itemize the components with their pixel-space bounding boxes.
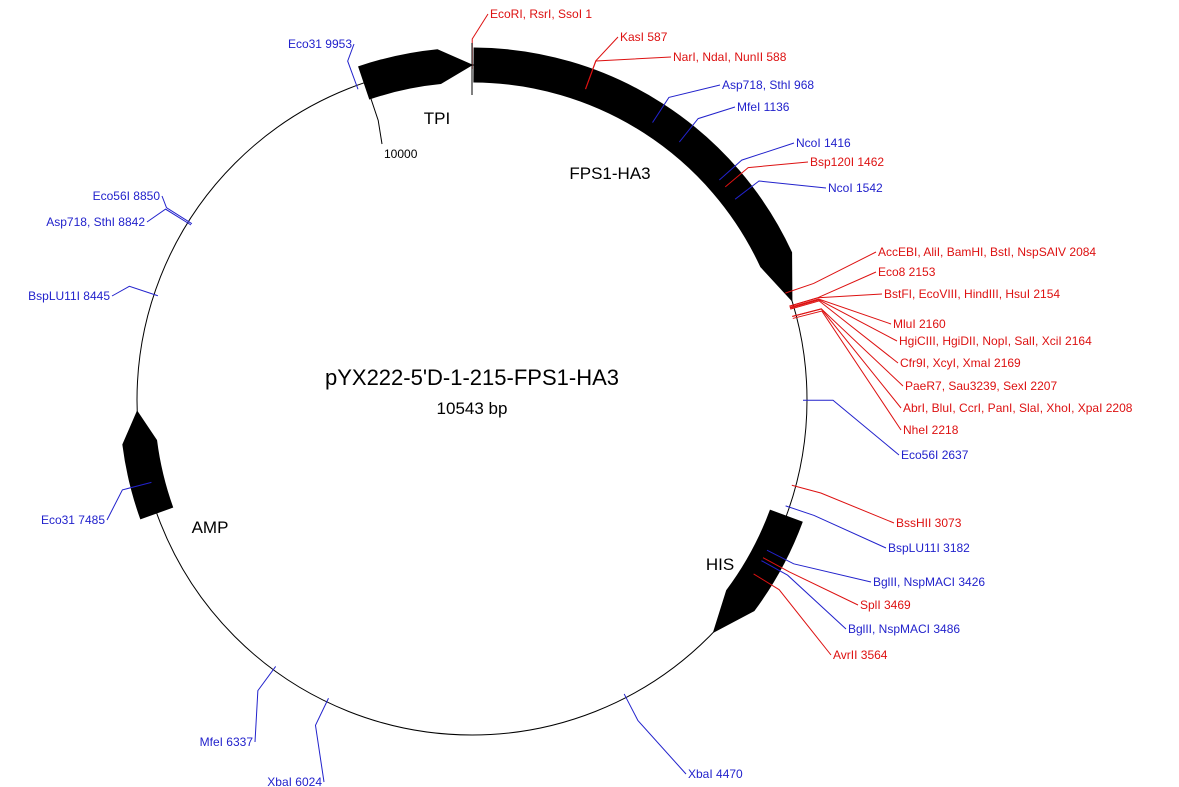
feature-label-fps1-ha3: FPS1-HA3 bbox=[569, 164, 650, 183]
plasmid-name: pYX222-5'D-1-215-FPS1-HA3 bbox=[325, 365, 619, 390]
site-leader-line bbox=[111, 285, 159, 297]
site-label: Eco56I 2637 bbox=[901, 448, 969, 462]
feature-label-tpi: TPI bbox=[424, 109, 450, 128]
site-label: Eco31 7485 bbox=[41, 513, 105, 527]
site-leader-line bbox=[762, 557, 859, 606]
site-leader-line bbox=[314, 698, 329, 783]
site-label: NarI, NdaI, NunII 588 bbox=[673, 50, 787, 64]
feature-arrow-tpi bbox=[358, 49, 474, 100]
site-label: AccEBI, AliI, BamHI, BstI, NspSAIV 2084 bbox=[878, 245, 1096, 259]
site-label: Eco31 9953 bbox=[288, 37, 352, 51]
site-label: BglII, NspMACI 3426 bbox=[873, 575, 985, 589]
site-leader-line bbox=[802, 399, 900, 456]
site-leader-line bbox=[785, 505, 887, 549]
site-leader-line bbox=[766, 549, 872, 583]
site-label: AbrI, BluI, CcrI, PanI, SlaI, XhoI, XpaI… bbox=[903, 401, 1133, 415]
site-leader-line bbox=[347, 43, 359, 90]
site-leader-line bbox=[585, 56, 672, 90]
site-leader-line bbox=[789, 293, 883, 307]
feature-arrow-fps1-ha3 bbox=[473, 47, 793, 302]
site-leader-line bbox=[734, 180, 827, 200]
site-leader-line bbox=[789, 299, 898, 342]
feature-arrow-amp bbox=[122, 410, 174, 520]
site-leader-line bbox=[146, 208, 192, 226]
site-label: AvrII 3564 bbox=[833, 648, 888, 662]
plasmid-size: 10543 bp bbox=[437, 399, 508, 418]
site-label: NheI 2218 bbox=[903, 423, 959, 437]
site-leader-line bbox=[789, 298, 892, 325]
position-tick bbox=[366, 87, 383, 145]
site-leader-line bbox=[792, 308, 904, 387]
site-label: BspLU11I 3182 bbox=[888, 541, 970, 555]
site-label: Bsp120I 1462 bbox=[810, 155, 884, 169]
site-label: NcoI 1542 bbox=[828, 181, 883, 195]
site-leader-line bbox=[790, 300, 899, 364]
site-label: Cfr9I, XcyI, XmaI 2169 bbox=[900, 356, 1021, 370]
site-label: KasI 587 bbox=[620, 30, 668, 44]
site-label: PaeR7, Sau3239, SexI 2207 bbox=[905, 379, 1057, 393]
site-leader-line bbox=[724, 161, 809, 188]
site-label: BspLU11I 8445 bbox=[28, 289, 110, 303]
site-label: Asp718, SthI 968 bbox=[722, 78, 814, 92]
feature-arrow-his bbox=[712, 509, 803, 634]
site-leader-line bbox=[652, 84, 721, 123]
site-label: EcoRI, RsrI, SsoI 1 bbox=[490, 7, 592, 21]
site-label: MfeI 6337 bbox=[200, 735, 254, 749]
site-leader-line bbox=[753, 573, 832, 656]
site-leader-line bbox=[761, 560, 847, 630]
site-leader-line bbox=[791, 484, 895, 524]
site-leader-line bbox=[792, 310, 902, 431]
site-leader-line bbox=[718, 142, 795, 181]
site-label: Eco56I 8850 bbox=[93, 189, 161, 203]
ticks-layer: 10000 bbox=[366, 43, 473, 161]
feature-label-his: HIS bbox=[706, 555, 734, 574]
site-leader-line bbox=[792, 308, 902, 409]
feature-label-amp: AMP bbox=[192, 518, 229, 537]
site-label: BglII, NspMACI 3486 bbox=[848, 622, 960, 636]
site-leader-line bbox=[678, 106, 736, 143]
site-leader-line bbox=[623, 693, 687, 775]
position-tick-label: 10000 bbox=[384, 147, 418, 161]
site-label: HgiCIII, HgiDII, NopI, SalI, XciI 2164 bbox=[899, 334, 1092, 348]
site-leader-line bbox=[106, 481, 152, 521]
site-label: MluI 2160 bbox=[893, 317, 946, 331]
site-label: Eco8 2153 bbox=[878, 265, 936, 279]
site-label: XbaI 6024 bbox=[267, 775, 322, 787]
site-leader-line bbox=[789, 271, 877, 307]
site-label: BstFI, EcoVIII, HindIII, HsuI 2154 bbox=[884, 287, 1060, 301]
site-label: MfeI 1136 bbox=[737, 100, 790, 114]
site-leader-line bbox=[785, 251, 877, 294]
site-label: BssHII 3073 bbox=[896, 516, 962, 530]
site-label: SplI 3469 bbox=[860, 598, 911, 612]
site-label: XbaI 4470 bbox=[688, 767, 743, 781]
site-leader-line bbox=[254, 666, 277, 743]
site-label: Asp718, SthI 8842 bbox=[46, 215, 145, 229]
site-leader-line bbox=[161, 195, 193, 225]
site-label: NcoI 1416 bbox=[796, 136, 851, 150]
